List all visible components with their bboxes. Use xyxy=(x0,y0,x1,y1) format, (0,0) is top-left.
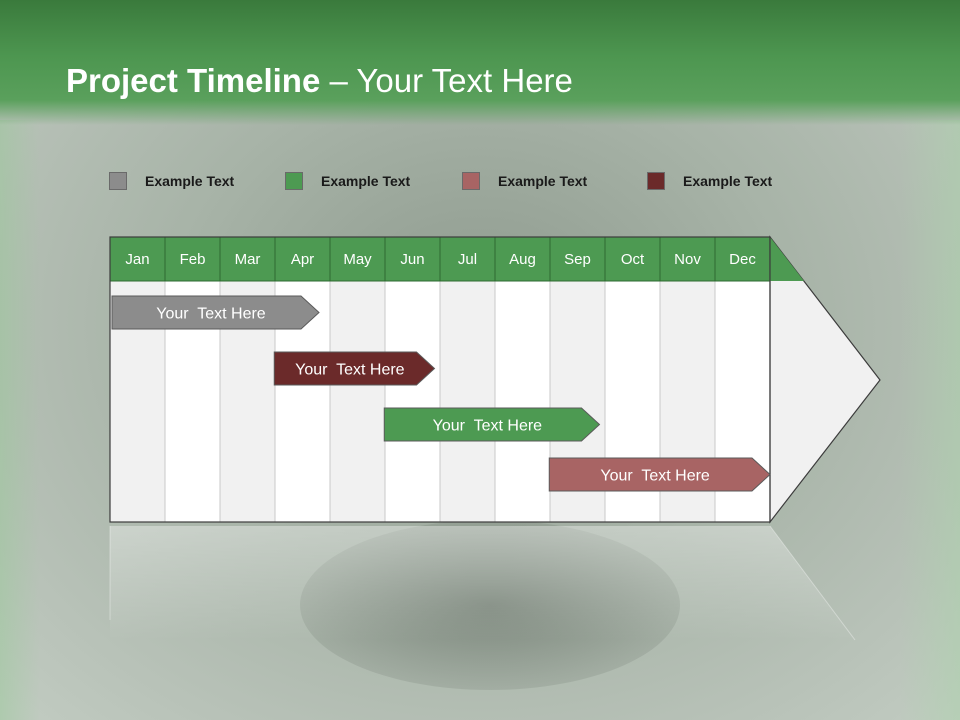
month-header-nov xyxy=(659,236,716,282)
timeline-bar-2 xyxy=(273,351,436,386)
month-label-dec: Dec xyxy=(729,251,756,268)
month-header-oct xyxy=(604,236,661,282)
month-label-oct: Oct xyxy=(621,251,645,268)
page-title: Project Timeline – Your Text Here xyxy=(66,58,573,104)
month-header-may xyxy=(329,236,386,282)
legend-item-2: Example Text xyxy=(285,170,410,192)
month-header-feb xyxy=(164,236,221,282)
month-header-apr xyxy=(274,236,331,282)
timeline-bar-1 xyxy=(111,295,320,330)
legend-item-1: Example Text xyxy=(109,170,234,192)
timeline-bar-4 xyxy=(548,457,771,492)
month-header-jun xyxy=(384,236,441,282)
month-header-mar xyxy=(219,236,276,282)
legend-label-4: Example Text xyxy=(683,173,773,189)
timeline-arrow-header-corner xyxy=(770,237,804,281)
title-bold: Project Timeline xyxy=(66,62,321,99)
month-label-mar: Mar xyxy=(235,251,261,268)
month-header-aug xyxy=(494,236,551,282)
title-rest: – Your Text Here xyxy=(320,62,573,99)
timeline-reflection xyxy=(110,526,855,640)
legend-label-3: Example Text xyxy=(498,173,588,189)
month-header-dec xyxy=(714,236,771,282)
header-band xyxy=(0,0,960,125)
legend-swatch-4 xyxy=(647,172,665,190)
timeline-bar-label-1: Your Text Here xyxy=(156,306,266,323)
legend-swatch-2 xyxy=(285,172,303,190)
legend-label-1: Example Text xyxy=(145,173,235,189)
month-label-jun: Jun xyxy=(400,251,424,268)
legend-swatch-1 xyxy=(109,172,127,190)
month-column-aug xyxy=(494,280,551,523)
month-header-jan xyxy=(109,236,166,282)
month-label-apr: Apr xyxy=(291,251,314,268)
legend-label-2: Example Text xyxy=(321,173,411,189)
month-column-jun xyxy=(384,280,441,523)
legend-item-4: Example Text xyxy=(647,170,772,192)
month-label-feb: Feb xyxy=(180,251,206,268)
month-label-jul: Jul xyxy=(458,251,477,268)
legend-item-3: Example Text xyxy=(462,170,587,192)
background-tint-right xyxy=(900,120,960,720)
background-tint-left xyxy=(0,120,40,720)
timeline-frame xyxy=(109,236,771,523)
timeline-bar-label-3: Your Text Here xyxy=(433,418,543,435)
month-label-sep: Sep xyxy=(564,251,591,268)
month-label-jan: Jan xyxy=(125,251,149,268)
month-label-nov: Nov xyxy=(674,251,701,268)
month-column-may xyxy=(329,280,386,523)
legend-swatch-3 xyxy=(462,172,480,190)
month-column-jul xyxy=(439,280,496,523)
month-label-aug: Aug xyxy=(509,251,536,268)
timeline-bar-3 xyxy=(383,407,601,442)
month-header-sep xyxy=(549,236,606,282)
timeline-reflection-edge-right xyxy=(769,525,856,641)
month-header-jul xyxy=(439,236,496,282)
timeline-bar-label-2: Your Text Here xyxy=(295,362,405,379)
month-label-may: May xyxy=(343,251,372,268)
timeline-bar-label-4: Your Text Here xyxy=(600,468,710,485)
